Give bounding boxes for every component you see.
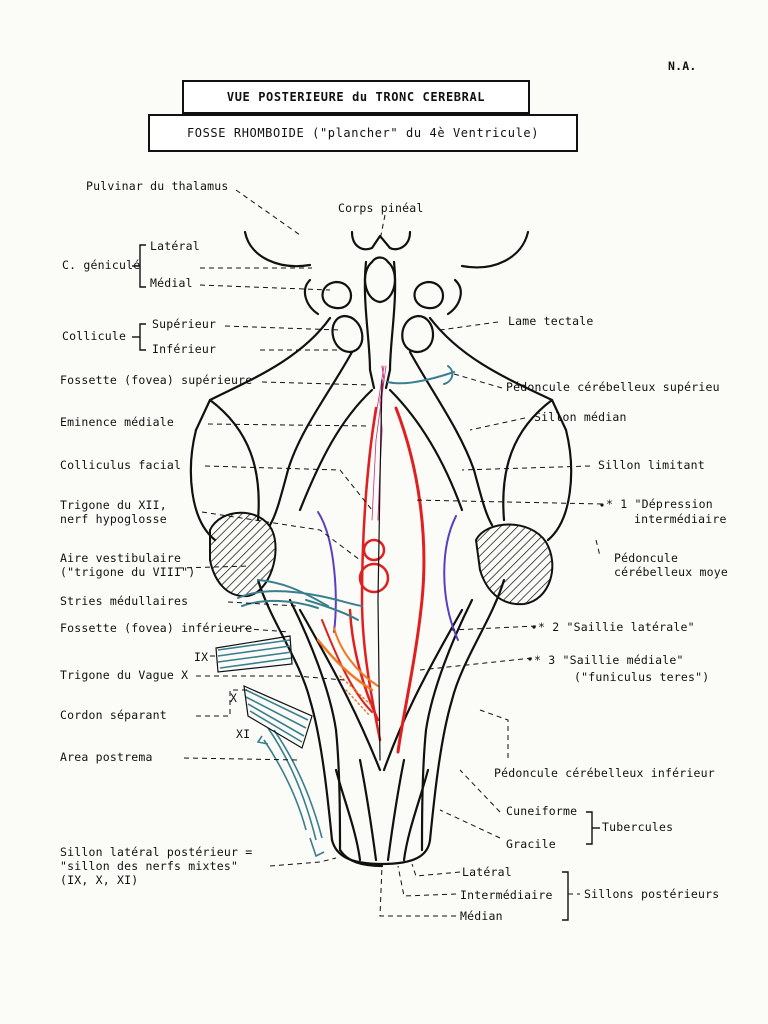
cranial-nerves <box>217 639 325 858</box>
label-peduncle-middle-2: cérébelleux moye <box>614 565 728 579</box>
nerve-ink-outline <box>215 635 313 749</box>
label-collicule-superieur: Supérieur <box>152 317 217 331</box>
label-gracile: Gracile <box>506 837 556 851</box>
label-depression-2: intermédiaire <box>634 512 727 526</box>
label-cuneiforme: Cuneiforme <box>506 804 578 818</box>
title-box: VUE POSTERIEURE du TRONC CEREBRAL <box>182 80 530 114</box>
label-collicule: Collicule <box>62 329 127 343</box>
subtitle-box: FOSSE RHOMBOIDE ("plancher" du 4è Ventri… <box>148 114 578 152</box>
label-depression-1: * 1 "Dépression <box>606 497 713 511</box>
author-initials: N.A. <box>668 59 697 73</box>
leader-lines <box>177 189 603 917</box>
label-cordon-separant: Cordon séparant <box>60 708 167 722</box>
right-peduncle-cut <box>474 523 554 606</box>
label-eminence-mediale: Eminence médiale <box>60 415 174 429</box>
label-trigone-xii-1: Trigone du XII, <box>60 498 167 512</box>
label-aire-vestibulaire-1: Aire vestibulaire <box>60 551 182 565</box>
colored-structures <box>237 365 459 761</box>
label-saillie-mediale-2: ("funiculus teres") <box>574 670 710 684</box>
label-tubercules: Tubercules <box>602 820 674 834</box>
label-sillon-lateral-3: (IX, X, XI) <box>60 873 139 887</box>
label-sillon-median-post: Médian <box>460 909 503 923</box>
label-nerve-xi: XI <box>236 727 251 741</box>
label-colliculus-facial: Colliculus facial <box>60 458 182 472</box>
label-peduncle-superior: Pédoncule cérébelleux supérieu <box>506 380 720 394</box>
label-trigone-xii-2: nerf hypoglosse <box>60 512 167 526</box>
label-saillie-laterale: * 2 "Saillie latérale" <box>538 620 695 634</box>
label-peduncle-inferior: Pédoncule cérébelleux inférieur <box>494 766 715 780</box>
label-c-genicule: C. géniculé <box>62 258 141 272</box>
label-fossette-inferieure: Fossette (fovea) inférieure <box>60 621 253 635</box>
feature-markers <box>528 503 604 661</box>
label-pulvinar: Pulvinar du thalamus <box>86 179 229 193</box>
label-nerve-x: X <box>230 691 238 705</box>
label-corps-pineal: Corps pinéal <box>338 201 424 215</box>
left-peduncle-cut <box>209 511 277 598</box>
label-sillon-lateral-post: Latéral <box>462 865 512 879</box>
label-sillons-posterieurs: Sillons postérieurs <box>584 887 720 901</box>
label-sillon-lateral-2: "sillon des nerfs mixtes" <box>60 859 239 873</box>
label-fossette-superieure: Fossette (fovea) supérieure <box>60 373 253 387</box>
label-saillie-mediale-1: * 3 "Saillie médiale" <box>534 653 684 667</box>
label-aire-vestibulaire-2: ("trigone du VIII") <box>60 565 196 579</box>
label-nerve-ix: IX <box>194 650 209 664</box>
label-stries: Stries médullaires <box>60 594 189 608</box>
label-sillon-lateral-1: Sillon latéral postérieur = <box>60 845 253 859</box>
label-collicule-inferieur: Inférieur <box>152 342 217 356</box>
brainstem-outline <box>189 230 573 868</box>
label-brackets <box>132 244 600 921</box>
label-lame-tectale: Lame tectale <box>508 314 594 328</box>
label-genicule-medial: Médial <box>150 276 193 290</box>
label-peduncle-middle-1: Pédoncule <box>614 551 679 565</box>
label-trigone-vague: Trigone du Vague X <box>60 668 189 682</box>
label-sillon-intermediaire: Intermédiaire <box>460 888 553 902</box>
label-sillon-median: Sillon médian <box>534 410 627 424</box>
label-genicule-lateral: Latéral <box>150 239 200 253</box>
label-area-postrema: Area postrema <box>60 750 153 764</box>
label-sillon-limitant: Sillon limitant <box>598 458 705 472</box>
